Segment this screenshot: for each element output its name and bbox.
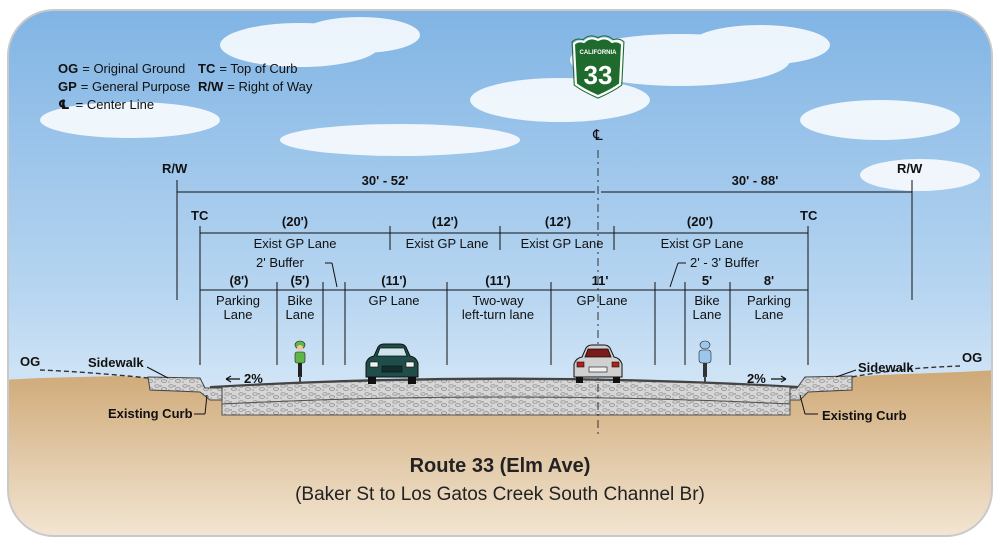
centerline-symbol: ℄ [592,127,603,144]
left-car [365,343,419,384]
tc-right-label: TC [800,208,818,223]
existing-lanes-dimension: TC TC (20') Exist GP Lane (12') Exist GP… [191,208,818,365]
lane-1-width: (8') [230,273,249,288]
legend-tc-text: = Top of Curb [219,61,297,76]
lane-7-width: 8' [764,273,774,288]
legend-rw-text: = Right of Way [227,79,313,94]
legend-gp-text: = General Purpose [81,79,190,94]
legend-cl-abbr: ℄ [58,97,70,112]
lane-6-width: 5' [702,273,712,288]
svg-text:R/W= Right of Way: R/W= Right of Way [198,79,313,94]
legend-og-abbr: OG [58,61,78,76]
rw-left-width: 30' - 52' [362,173,409,188]
ground-labels: OG OG Sidewalk Sidewalk 2% 2% Existing C… [20,350,982,423]
top-dim-3-width: (12') [545,214,571,229]
shield-number: 33 [584,60,613,90]
buffer-left-label: 2' Buffer [256,255,304,270]
slope-left-arrow [225,375,240,383]
top-dim-4-label: Exist GP Lane [661,236,744,251]
top-dim-3-label: Exist GP Lane [521,236,604,251]
top-dim-2-label: Exist GP Lane [406,236,489,251]
legend-gp-abbr: GP [58,79,77,94]
pavement-lower-layer [221,396,791,416]
legend: OG = Original Ground TC= Top of Curb GP = … [58,61,313,112]
sidewalk-right-label: Sidewalk [858,360,914,375]
legend-tc-abbr: TC [198,61,216,76]
og-line-right [851,365,961,378]
top-dim-1-label: Exist GP Lane [254,236,337,251]
sidewalk-left-label: Sidewalk [88,355,144,370]
legend-og-text: = Original Ground [82,61,185,76]
lane-3-width: (11') [381,273,407,288]
slope-right-label: 2% [747,371,766,386]
slope-right-arrow [771,375,787,383]
buffers: 2' Buffer 2' - 3' Buffer [256,255,760,288]
lane-4-width: (11') [485,273,511,288]
road-surface [209,377,801,388]
slope-left-label: 2% [244,371,263,386]
right-sidewalk [789,375,853,401]
lane-5-width: 11' [592,273,609,288]
top-dim-2-width: (12') [432,214,458,229]
top-dim-1-width: (20') [282,214,308,229]
diagram-title: Route 33 (Elm Ave) [410,455,591,477]
right-cyclist [698,340,712,382]
legend-rw-abbr: R/W [198,79,224,94]
legend-cl-text: = Center Line [76,97,154,112]
rw-right-width: 30' - 88' [732,173,779,188]
lane-5-label: GP Lane [576,293,627,308]
shield-icon [572,37,624,98]
svg-text:GP= General Purpose: GP = General Purpose [58,79,190,94]
shield-top-text: CALIFORNIA [580,50,618,56]
left-sidewalk [147,376,223,401]
existing-curb-right-label: Existing Curb [822,408,907,423]
svg-text:TC= Top of Curb: TC= Top of Curb [198,61,298,76]
row-dimension: R/W R/W 30' - 52' 30' - 88' [162,161,923,300]
right-car [573,344,623,383]
rw-left-label: R/W [162,161,188,176]
rw-right-label: R/W [897,161,923,176]
top-dim-4-width: (20') [687,214,713,229]
route-shield: CALIFORNIA 33 [571,35,625,99]
og-line-left [39,369,149,379]
frame-border [7,9,993,537]
existing-curb-left-label: Existing Curb [108,406,193,421]
svg-text:OG= Original Ground: OG = Original Ground [58,61,185,76]
tc-left-label: TC [191,208,209,223]
svg-text:℄= Center Line: ℄ = Center Line [58,97,154,112]
diagram-subtitle: (Baker St to Los Gatos Creek South Chann… [295,484,705,505]
buffer-right-label: 2' - 3' Buffer [690,255,760,270]
og-right-label: OG [962,350,982,365]
og-left-label: OG [20,354,40,369]
lane-2-width: (5') [291,273,310,288]
lane-3-label: GP Lane [368,293,419,308]
clouds [40,17,980,191]
left-cyclist [294,340,306,382]
